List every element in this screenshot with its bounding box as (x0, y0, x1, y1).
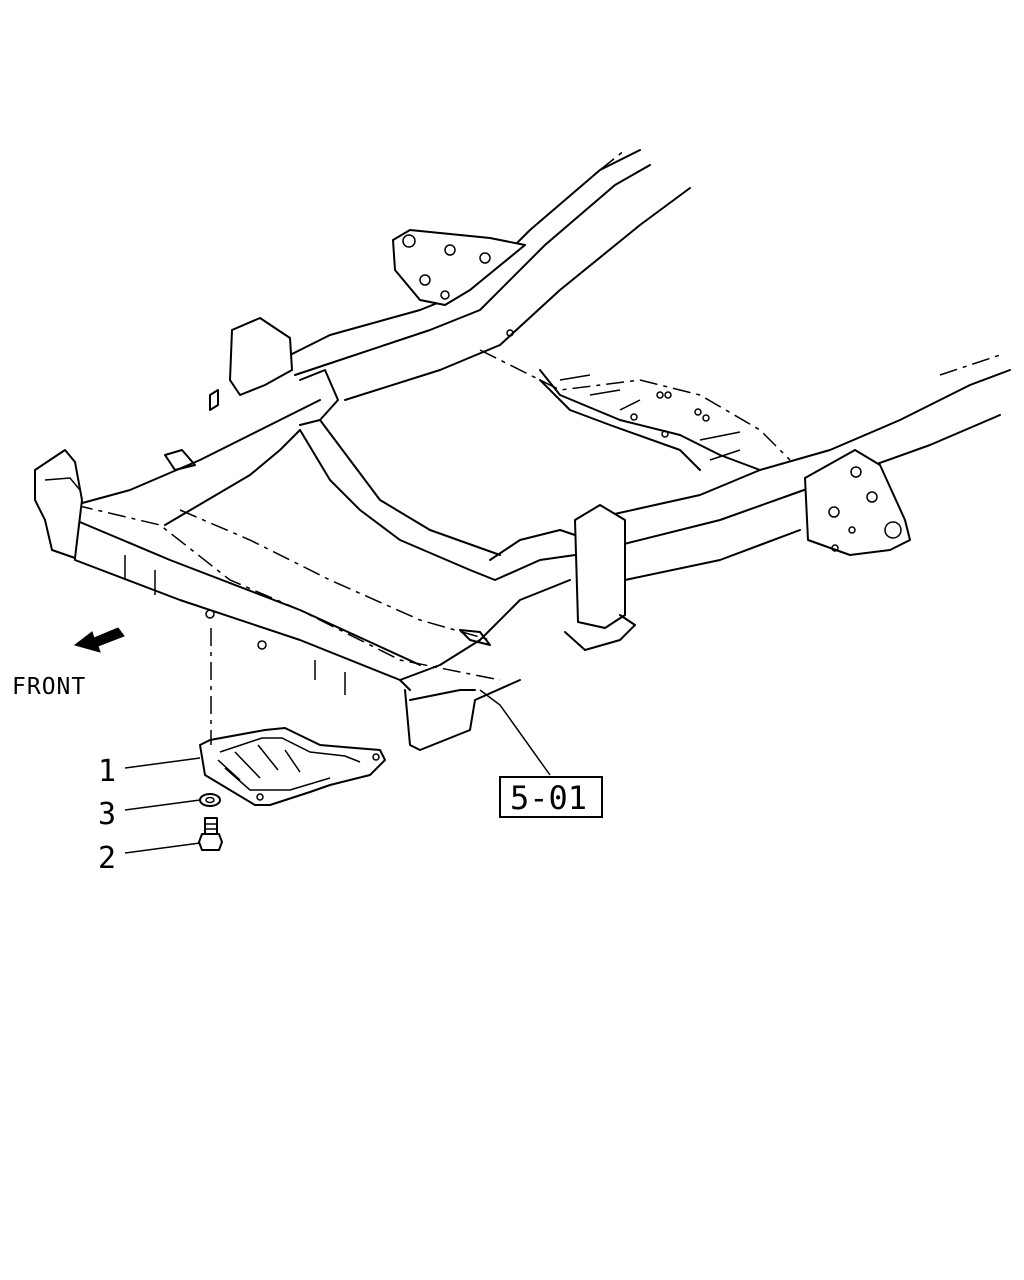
callout-2: 2 (98, 841, 116, 876)
reference-label: 5-01 (510, 779, 587, 817)
front-arrow-icon (73, 627, 125, 653)
rear-crossmember (479, 329, 791, 471)
under-cover (199, 727, 386, 806)
leader-line-2 (124, 842, 201, 854)
washer (199, 793, 221, 807)
leader-line-1 (124, 757, 201, 769)
front-label: FRONT (12, 674, 86, 700)
front-crossmember (74, 399, 501, 695)
leader-line-ref (479, 689, 551, 776)
right-tower (459, 504, 636, 651)
reference-box[interactable]: 5-01 (499, 776, 603, 818)
callout-1: 1 (98, 754, 116, 789)
left-tower (164, 317, 501, 581)
leader-line-3 (124, 799, 201, 811)
callout-3: 3 (98, 797, 116, 832)
right-spring-bracket (804, 449, 911, 556)
front-right-rail (399, 579, 571, 751)
right-frame-rail (609, 354, 1011, 581)
left-frame-rail (289, 149, 691, 401)
upper-spring-bracket (392, 229, 526, 306)
front-left-bracket (34, 449, 83, 559)
bolt (198, 817, 223, 851)
